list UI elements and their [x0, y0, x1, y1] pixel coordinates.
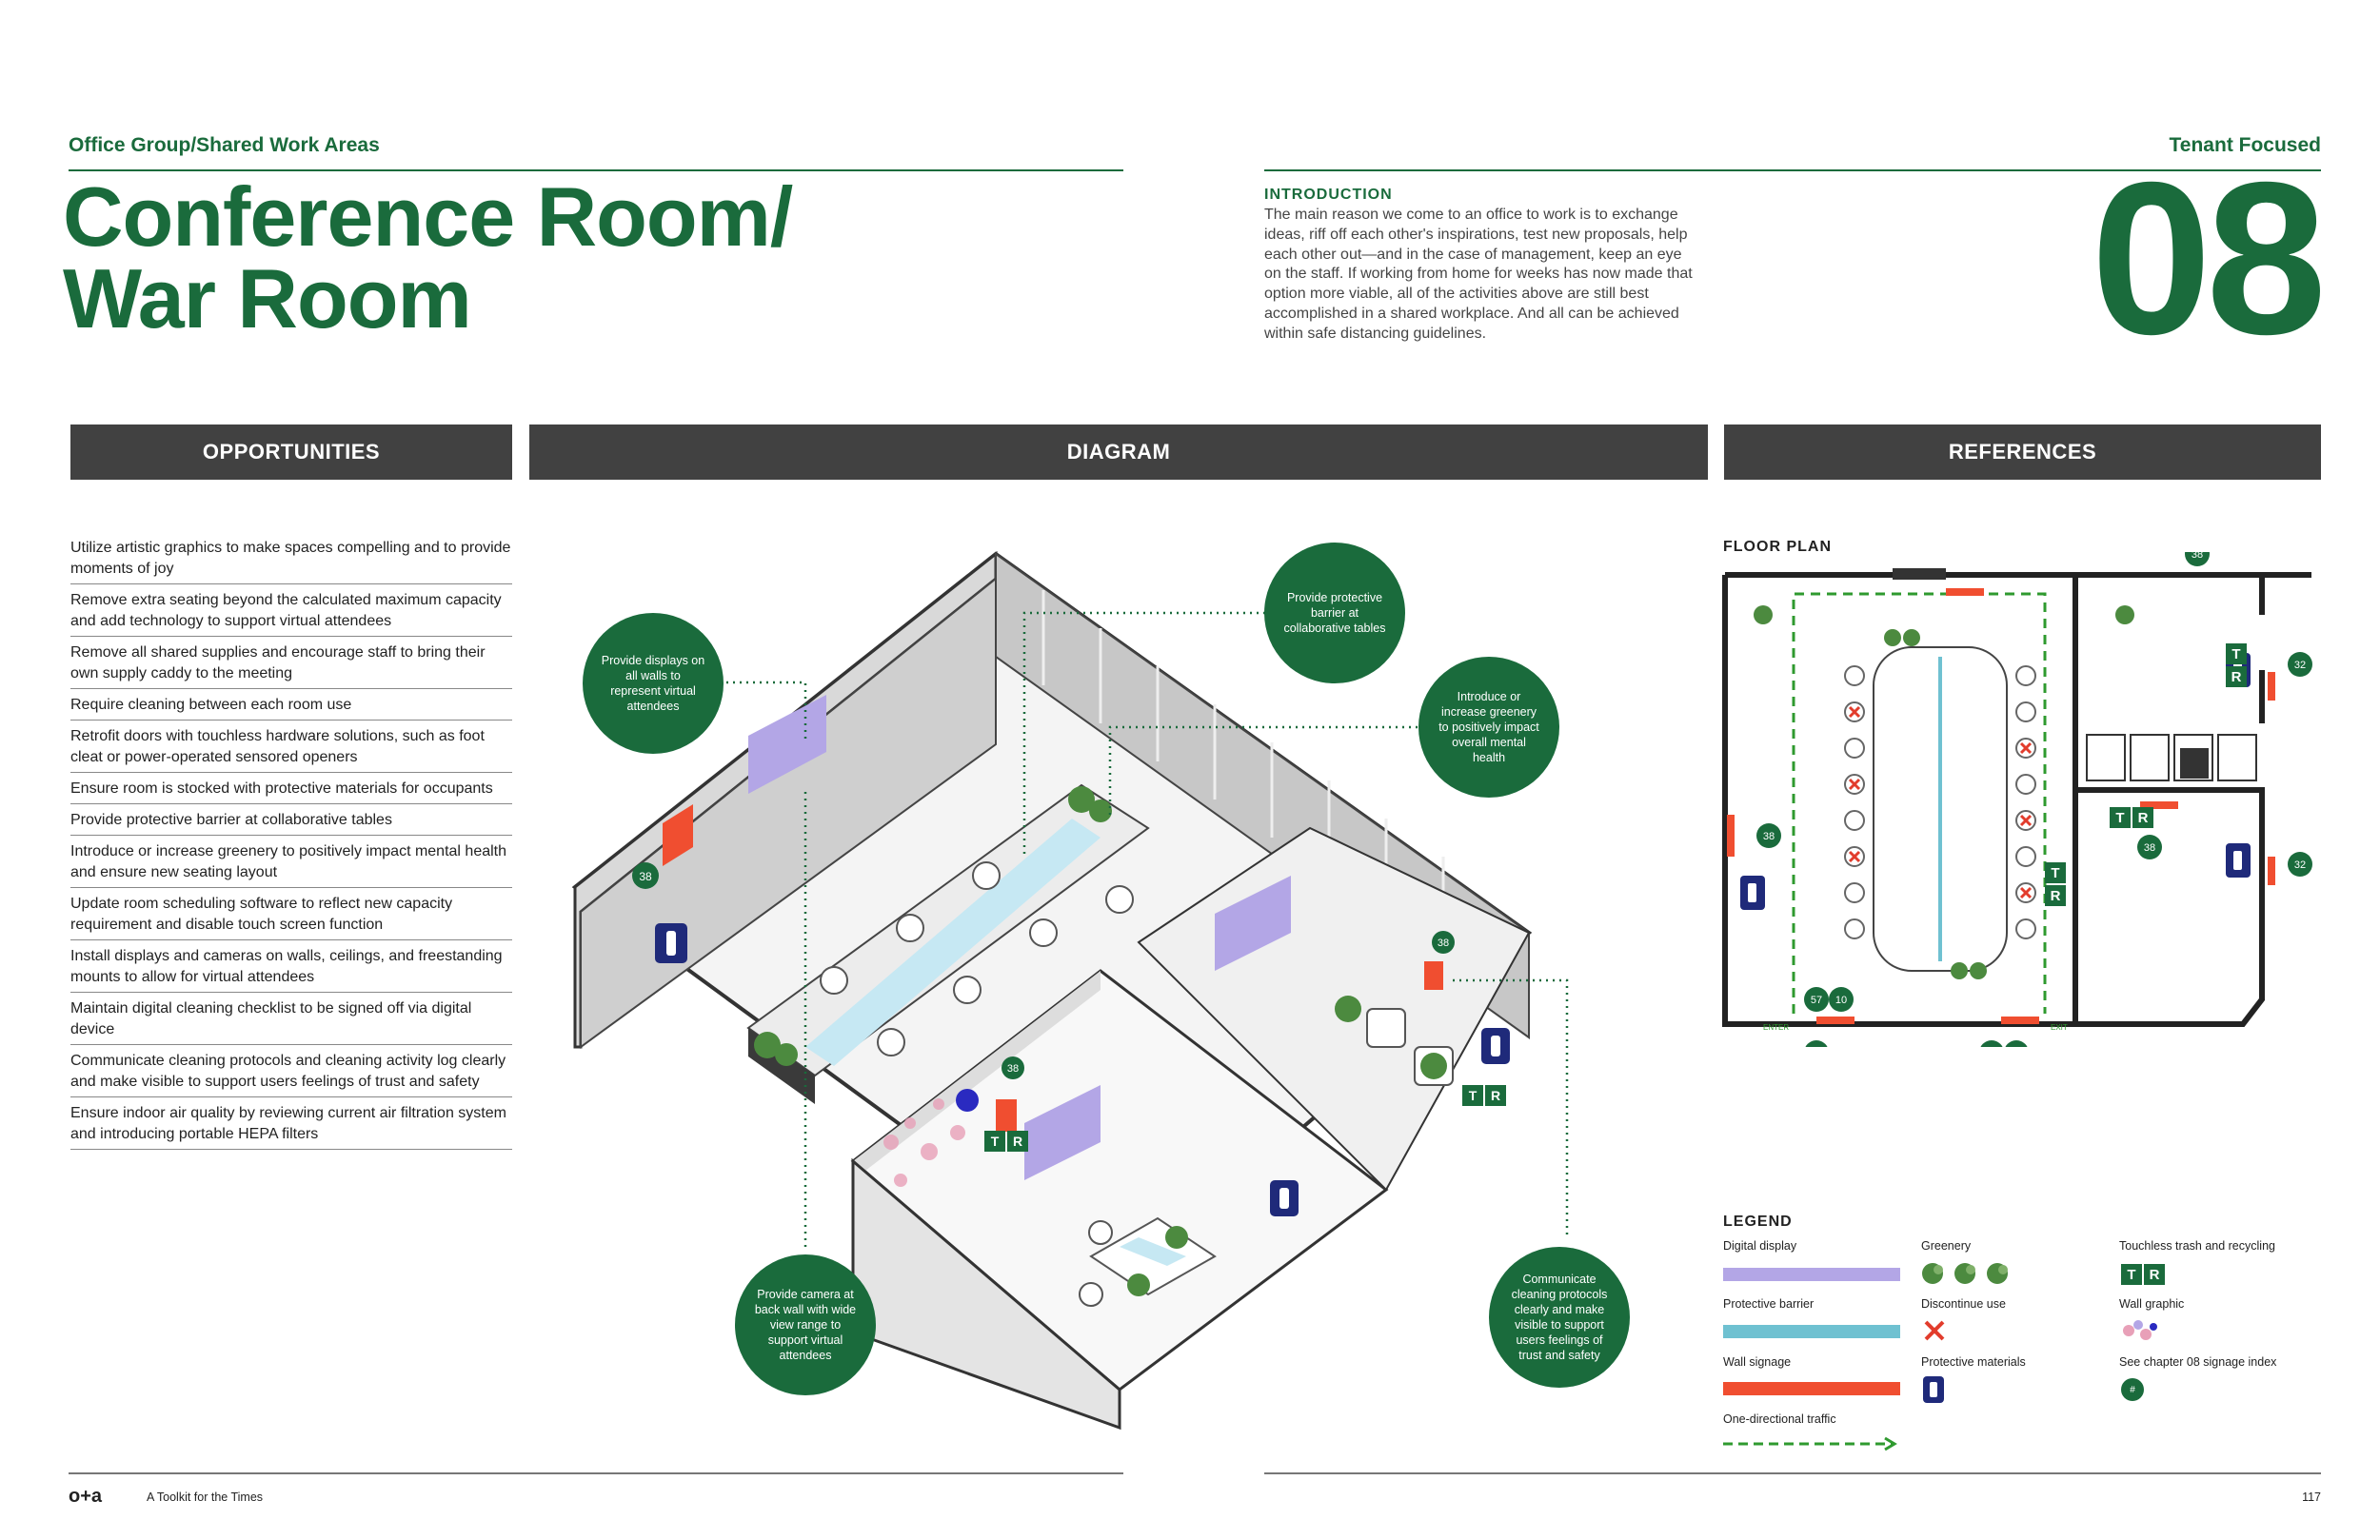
legend-wall-graphic: Wall graphic [2119, 1297, 2185, 1311]
list-item: Ensure indoor air quality by reviewing c… [70, 1101, 512, 1150]
exit-label: EXIT [2051, 1023, 2068, 1032]
fp-r-text-2: R [2231, 669, 2242, 685]
fp-r-text-3: R [2138, 810, 2149, 826]
list-item: Utilize artistic graphics to make spaces… [70, 536, 512, 584]
small-room-display [1024, 1085, 1101, 1180]
list-item: Ensure room is stocked with protective m… [70, 777, 512, 804]
category-label: Tenant Focused [2169, 134, 2321, 156]
legend-signage-index: See chapter 08 signage index [2119, 1355, 2277, 1369]
title-line-2: War Room [63, 251, 472, 346]
hand-sanitizer-icon [1923, 1376, 1944, 1403]
legend-greenery: Greenery [1921, 1239, 1972, 1253]
legend-discontinue: Discontinue use [1921, 1297, 2006, 1311]
legend-r-badge: R [2144, 1264, 2165, 1285]
list-item: Communicate cleaning protocols and clean… [70, 1049, 512, 1097]
wall-graphic [883, 1098, 965, 1187]
list-item: Retrofit doors with touchless hardware s… [70, 724, 512, 773]
page-title: Conference Room/ War Room [63, 169, 793, 346]
isometric-diagram: 38 T R 38 38 T R [571, 550, 1569, 1431]
small-room-signage [996, 1099, 1017, 1132]
discontinue-x-icon [1848, 705, 2033, 899]
list-item: Update room scheduling software to refle… [70, 892, 512, 940]
diagram-bar: DIAGRAM [529, 424, 1708, 480]
discontinue-x-icon [1924, 1320, 1945, 1341]
fp-badge-38-top: 38 [2192, 552, 2203, 561]
list-item: Install displays and cameras on walls, c… [70, 944, 512, 993]
fp-badge-10: 10 [1835, 995, 1847, 1006]
lounge-r-text: R [1491, 1088, 1500, 1103]
chapter-number: 08 [2091, 138, 2327, 380]
fp-badge-32-a: 32 [2294, 660, 2306, 671]
title-line-1: Conference Room/ [63, 169, 793, 264]
floor-plan: T R T R T R 38 38 38 32 32 57 10 32 9 57… [1722, 552, 2312, 1047]
legend-title: LEGEND [1723, 1214, 1793, 1230]
fp-t-text-3: T [2115, 810, 2124, 826]
callout-displays: Provide displays on all walls to represe… [583, 613, 724, 754]
legend-barrier-swatch [1723, 1325, 1900, 1338]
digital-display [748, 695, 826, 794]
callout-protocols: Communicate cleaning protocols clearly a… [1489, 1247, 1630, 1388]
callout-greenery: Introduce or increase greenery to positi… [1418, 657, 1559, 798]
list-item: Remove extra seating beyond the calculat… [70, 588, 512, 637]
page-number: 117 [2302, 1491, 2321, 1504]
protective-barrier [805, 819, 1101, 1066]
footer-rule-left [69, 1472, 1123, 1474]
legend-protective-barrier: Protective barrier [1723, 1297, 1815, 1311]
opportunities-list: Utilize artistic graphics to make spaces… [70, 536, 512, 1154]
callout-camera: Provide camera at back wall with wide vi… [735, 1254, 876, 1395]
fp-badge-57: 57 [1811, 995, 1822, 1006]
footer-rule-right [1264, 1472, 2321, 1474]
badge-38-text: 38 [639, 870, 652, 883]
list-item: Remove all shared supplies and encourage… [70, 641, 512, 689]
floor-plan-title: FLOOR PLAN [1723, 539, 1832, 555]
legend-hash-badge: # [2121, 1378, 2144, 1401]
list-item: Maintain digital cleaning checklist to b… [70, 997, 512, 1045]
section-label: Office Group/Shared Work Areas [69, 134, 380, 156]
header-rule-left [69, 169, 1123, 171]
header-rule-right [1264, 169, 2321, 171]
list-item: Introduce or increase greenery to positi… [70, 839, 512, 888]
footer-logo: o+a [69, 1486, 103, 1507]
footer-tagline: A Toolkit for the Times [147, 1491, 264, 1504]
intro-text: The main reason we come to an office to … [1264, 207, 1693, 342]
badge-38 [632, 862, 659, 889]
wall-signage [663, 804, 693, 866]
references-bar: REFERENCES [1724, 424, 2321, 480]
recycle-r-text: R [1013, 1134, 1022, 1149]
badge-38-lounge: 38 [1438, 938, 1449, 949]
lounge-t-text: T [1469, 1088, 1478, 1103]
list-item: Require cleaning between each room use [70, 693, 512, 721]
enter-label: ENTER [1763, 1023, 1789, 1032]
traffic-path [1792, 592, 2047, 1014]
trash-t-text: T [991, 1134, 1000, 1149]
legend-one-directional: One-directional traffic [1723, 1412, 1836, 1426]
list-item: Provide protective barrier at collaborat… [70, 808, 512, 836]
opportunities-bar: OPPORTUNITIES [70, 424, 512, 480]
fp-r-text: R [2051, 888, 2061, 904]
legend-touchless: Touchless trash and recycling [2119, 1239, 2275, 1253]
callout-barrier: Provide protective barrier at collaborat… [1264, 543, 1405, 683]
fp-badge-38: 38 [1763, 831, 1775, 842]
legend-t-badge: T [2121, 1264, 2142, 1285]
legend-display-swatch [1723, 1268, 1900, 1281]
fp-t-text-2: T [2231, 646, 2240, 662]
fp-t-text: T [2051, 865, 2059, 881]
badge-38-small: 38 [1007, 1063, 1019, 1075]
intro-heading: INTRODUCTION [1264, 187, 1393, 203]
plant-icon [1922, 1263, 2008, 1284]
arrow-icon [1723, 1436, 1897, 1451]
fp-badge-38-room: 38 [2144, 842, 2155, 854]
fp-badge-32-b: 32 [2294, 859, 2306, 871]
legend-digital-display: Digital display [1723, 1239, 1797, 1253]
wall-graphic-icon [2123, 1320, 2157, 1340]
legend-signage-swatch [1723, 1382, 1900, 1395]
legend-wall-signage: Wall signage [1723, 1355, 1792, 1369]
legend-protective-materials: Protective materials [1921, 1355, 2026, 1369]
